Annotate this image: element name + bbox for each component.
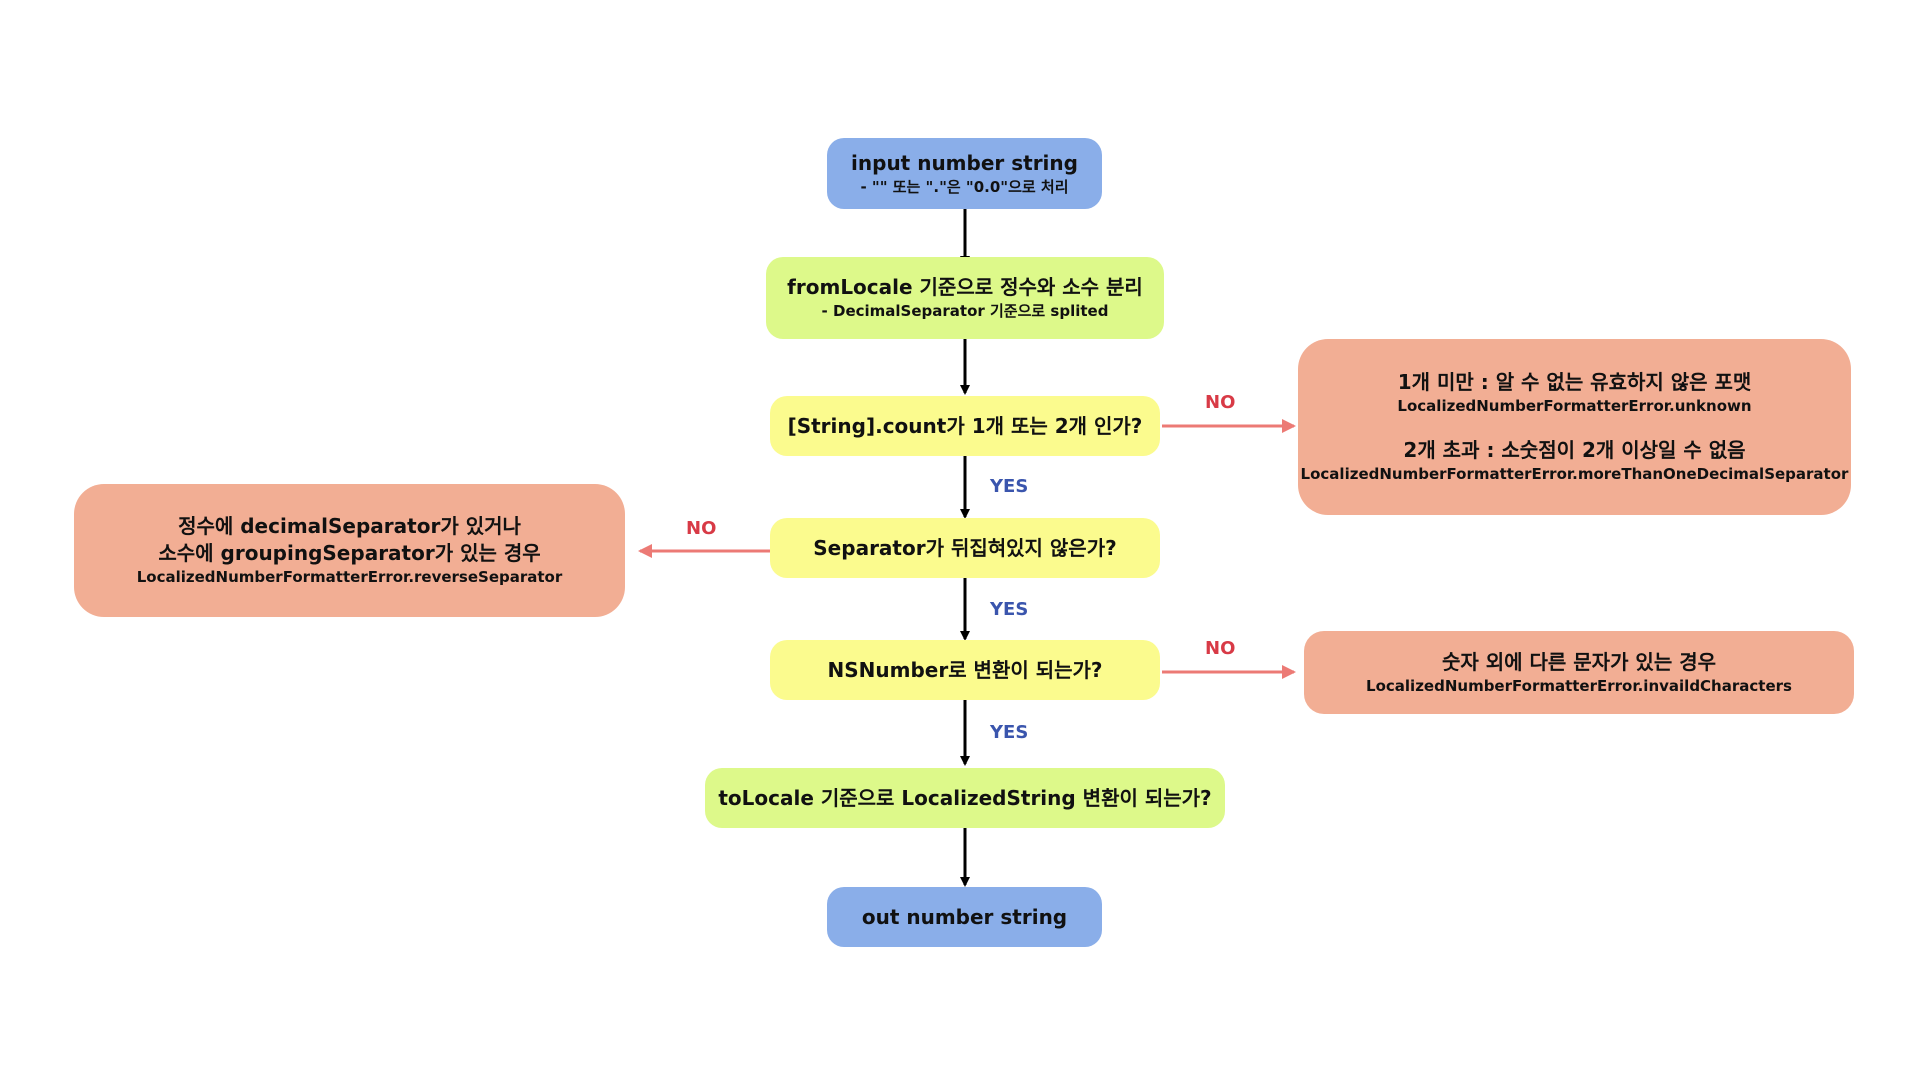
nsnumber-check-title: NSNumber로 변환이 되는가? xyxy=(827,657,1103,682)
count-check-title: [String].count가 1개 또는 2개 인가? xyxy=(787,413,1143,438)
input-node: input number string - "" 또는 "."은 "0.0"으로… xyxy=(827,138,1102,209)
reverse-error-line2: 소수에 groupingSeparator가 있는 경우 xyxy=(158,541,541,565)
separator-check-node: Separator가 뒤집혀있지 않은가? xyxy=(770,518,1160,578)
reverse-error-line1: 정수에 decimalSeparator가 있거나 xyxy=(178,514,521,538)
split-title: fromLocale 기준으로 정수와 소수 분리 xyxy=(787,275,1143,299)
invalid-error-code: LocalizedNumberFormatterError.invaildCha… xyxy=(1366,676,1792,695)
input-title: input number string xyxy=(851,150,1078,175)
nsnumber-no-label: NO xyxy=(1205,638,1236,659)
count-check-node: [String].count가 1개 또는 2개 인가? xyxy=(770,396,1160,456)
split-node: fromLocale 기준으로 정수와 소수 분리 - DecimalSepar… xyxy=(766,257,1164,339)
separator-no-label: NO xyxy=(686,518,717,539)
reverse-error-code: LocalizedNumberFormatterError.reverseSep… xyxy=(136,568,563,586)
nsnumber-yes-label: YES xyxy=(990,722,1029,743)
count-error-line2: 2개 초과 : 소숫점이 2개 이상일 수 없음 xyxy=(1403,438,1746,462)
count-error-code2: LocalizedNumberFormatterError.moreThanOn… xyxy=(1300,465,1849,483)
separator-yes-label: YES xyxy=(990,599,1029,620)
reverse-error-box: 정수에 decimalSeparator가 있거나 소수에 groupingSe… xyxy=(74,484,625,617)
count-no-label: NO xyxy=(1205,392,1236,413)
count-yes-label: YES xyxy=(990,476,1029,497)
count-error-code1: LocalizedNumberFormatterError.unknown xyxy=(1397,397,1752,415)
output-title: out number string xyxy=(861,904,1068,929)
split-subtitle: - DecimalSeparator 기준으로 splited xyxy=(821,302,1109,320)
nsnumber-check-node: NSNumber로 변환이 되는가? xyxy=(770,640,1160,700)
localize-check-node: toLocale 기준으로 LocalizedString 변환이 되는가? xyxy=(705,768,1225,828)
separator-check-title: Separator가 뒤집혀있지 않은가? xyxy=(813,535,1117,560)
invalid-error-box: 숫자 외에 다른 문자가 있는 경우 LocalizedNumberFormat… xyxy=(1304,631,1854,714)
input-subtitle: - "" 또는 "."은 "0.0"으로 처리 xyxy=(860,177,1069,196)
output-node: out number string xyxy=(827,887,1102,947)
localize-check-title: toLocale 기준으로 LocalizedString 변환이 되는가? xyxy=(718,785,1212,810)
invalid-error-line1: 숫자 외에 다른 문자가 있는 경우 xyxy=(1441,649,1716,674)
count-error-line1: 1개 미만 : 알 수 없는 유효하지 않은 포맷 xyxy=(1397,370,1752,394)
count-error-box: 1개 미만 : 알 수 없는 유효하지 않은 포맷 LocalizedNumbe… xyxy=(1298,339,1851,515)
